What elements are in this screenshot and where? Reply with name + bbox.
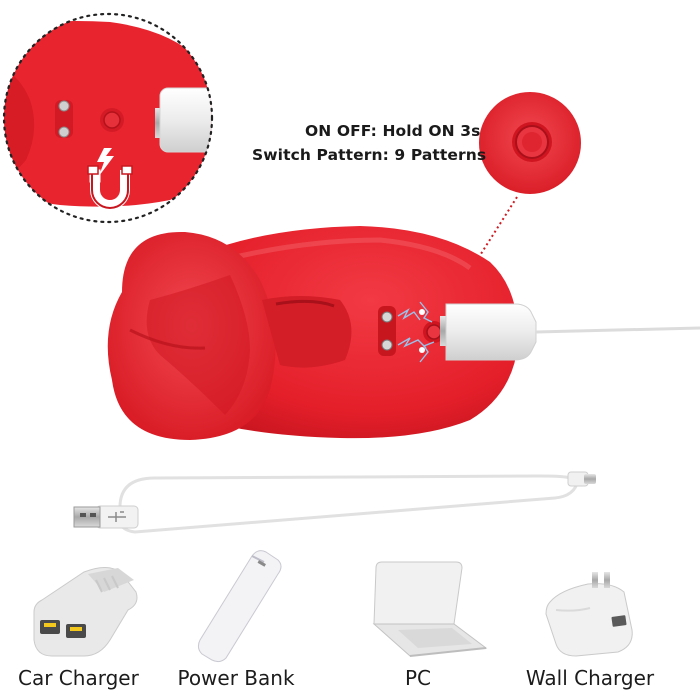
car-charger-icon [33, 567, 138, 657]
pointer-line [433, 196, 518, 329]
magnified-button-detail [477, 90, 583, 196]
magnified-port-detail [2, 12, 214, 224]
caption-car-charger: Car Charger [18, 666, 139, 690]
wall-charger-icon [545, 572, 633, 657]
caption-wall-charger: Wall Charger [525, 666, 655, 690]
power-bank-icon [197, 550, 282, 663]
magnetic-cable [440, 303, 700, 361]
laptop-icon [372, 561, 488, 657]
product-body [107, 226, 519, 440]
caption-power-bank: Power Bank [177, 666, 295, 690]
switch-pattern-instruction: Switch Pattern: 9 Patterns [252, 146, 487, 164]
caption-pc: PC [404, 666, 432, 690]
on-off-instruction: ON OFF: Hold ON 3s [305, 122, 481, 140]
usb-cable [73, 471, 596, 534]
